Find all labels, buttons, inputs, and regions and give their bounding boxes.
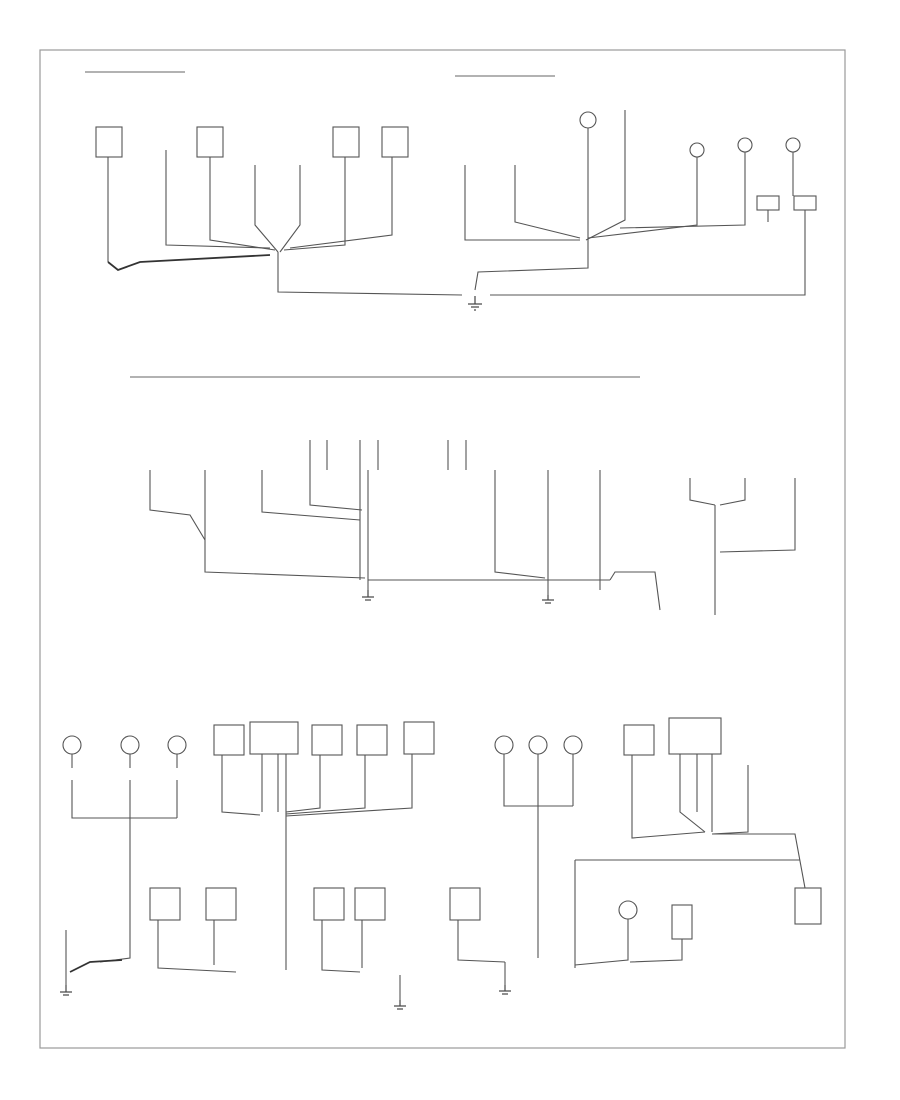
ground-bus <box>107 254 271 272</box>
wire <box>71 780 177 819</box>
component-box <box>213 724 245 756</box>
component-box <box>332 126 360 158</box>
wire <box>711 765 749 835</box>
component-box <box>794 887 822 925</box>
wire <box>285 755 366 815</box>
wire <box>609 571 661 611</box>
wire <box>254 165 279 253</box>
ground-symbol <box>60 985 72 996</box>
wire <box>719 478 796 553</box>
wire <box>157 920 237 973</box>
component-box <box>449 887 481 921</box>
wire <box>99 818 131 963</box>
wire <box>209 157 276 251</box>
wire <box>587 157 698 239</box>
component-box <box>311 724 343 756</box>
wire <box>289 157 393 249</box>
connector-block <box>756 195 780 211</box>
lamp-symbol <box>563 735 583 755</box>
component-box <box>354 887 386 921</box>
wire <box>490 210 806 296</box>
component-box <box>671 904 693 940</box>
wire <box>712 833 806 889</box>
wire <box>279 165 301 253</box>
wire <box>503 754 573 807</box>
wire <box>629 939 683 963</box>
lamp-symbol <box>618 900 638 920</box>
wire <box>309 440 363 511</box>
wire <box>689 478 716 506</box>
lamp-symbol <box>62 735 82 755</box>
ground-symbol <box>499 985 511 995</box>
component-box <box>149 887 181 921</box>
wire <box>631 755 706 839</box>
component-box <box>623 724 655 756</box>
component-box <box>205 887 237 921</box>
wire <box>261 470 361 521</box>
ground-symbol <box>468 296 482 311</box>
wire <box>679 754 706 833</box>
component-box <box>95 126 123 158</box>
wire <box>165 150 271 249</box>
component-box <box>403 721 435 755</box>
section-middle <box>130 376 796 615</box>
wire <box>474 240 589 291</box>
ground-bus <box>69 959 123 973</box>
wire <box>514 165 581 239</box>
lamp-symbol <box>579 111 597 129</box>
ground-symbol <box>394 1000 406 1010</box>
lamp-symbol <box>689 142 705 158</box>
wire <box>457 920 506 963</box>
lamp-symbol <box>494 735 514 755</box>
section-bottom <box>60 717 822 1010</box>
component-box <box>356 724 388 756</box>
lamp-symbol <box>120 735 140 755</box>
wire <box>464 165 580 241</box>
ground-symbol <box>362 590 374 601</box>
wire <box>585 110 626 241</box>
section-top <box>85 71 817 311</box>
wire <box>149 470 206 541</box>
wire <box>494 470 546 579</box>
component-box <box>313 887 345 921</box>
lamp-symbol <box>737 137 753 153</box>
lamp-symbol <box>528 735 548 755</box>
diagram-border <box>39 49 846 1049</box>
wire <box>574 919 629 966</box>
ground-symbol <box>542 595 554 604</box>
component-box <box>196 126 224 158</box>
wire <box>221 755 261 816</box>
wire <box>285 754 413 817</box>
wire <box>321 920 361 973</box>
component-box <box>381 126 409 158</box>
wire <box>285 755 321 813</box>
wire <box>719 478 746 506</box>
component-box <box>249 721 299 755</box>
wire <box>204 470 366 579</box>
connector-block <box>793 195 817 211</box>
lamp-symbol <box>785 137 801 153</box>
wire <box>619 152 746 229</box>
wire <box>277 252 463 296</box>
component-box <box>668 717 722 755</box>
lamp-symbol <box>167 735 187 755</box>
wire <box>283 157 346 251</box>
